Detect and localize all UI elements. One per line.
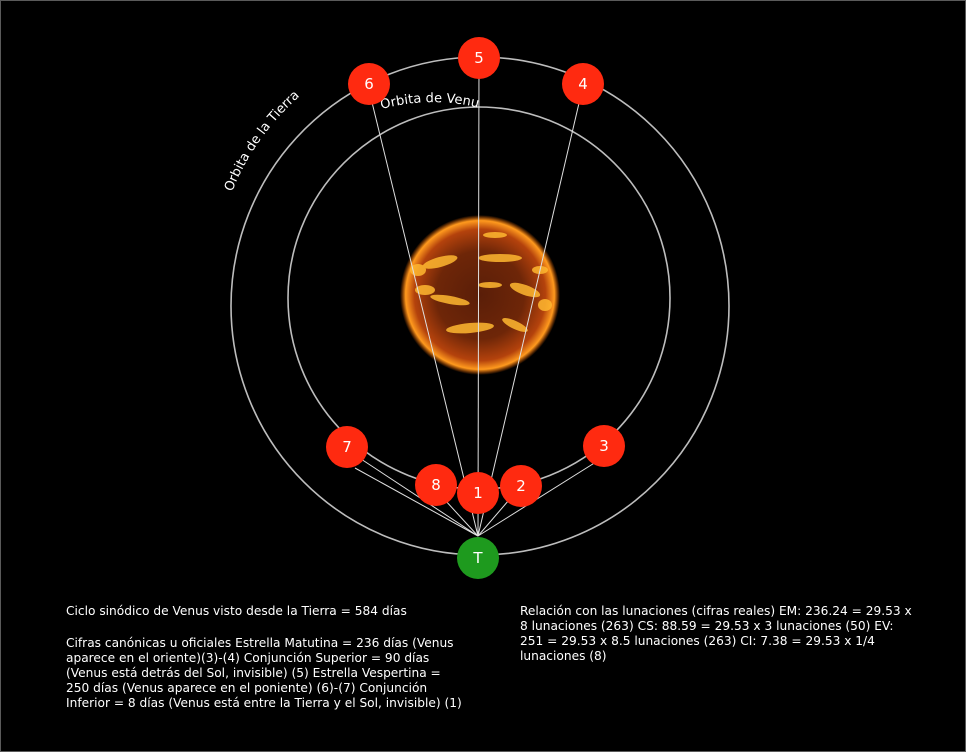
earth-marker <box>457 537 499 579</box>
sight-line-6 <box>367 85 479 537</box>
venus-position-5: 5 <box>458 37 500 79</box>
venus-position-4: 4 <box>562 63 604 105</box>
earth-orbit-label: Orbita de la Tierra <box>222 88 303 194</box>
venus-marker-6 <box>348 63 390 105</box>
venus-marker-5-label: 5 <box>474 49 484 67</box>
venus-marker-8-label: 8 <box>431 476 441 494</box>
sight-line-5 <box>477 59 480 537</box>
venus-marker-2 <box>500 465 542 507</box>
venus-position-1: 1 <box>457 472 499 514</box>
sight-line-7b <box>354 467 479 537</box>
venus-marker-7-label: 7 <box>342 438 352 456</box>
venus-marker-7 <box>326 426 368 468</box>
venus-marker-3-label: 3 <box>599 437 609 455</box>
venus-marker-2-label: 2 <box>516 477 526 495</box>
venus-marker-3 <box>583 425 625 467</box>
venus-position-7: 7 <box>326 426 368 468</box>
venus-positions: 5 6 4 7 3 8 2 <box>326 37 625 514</box>
venus-marker-8 <box>415 464 457 506</box>
sun <box>400 215 560 375</box>
venus-marker-1-label: 1 <box>473 484 483 502</box>
venus-marker-4-label: 4 <box>578 75 588 93</box>
venus-position-2: 2 <box>500 465 542 507</box>
caption-title: Ciclo sinódico de Venus visto desde la T… <box>66 604 407 618</box>
caption-lunation-relation: Relación con las lunaciones (cifras real… <box>520 604 912 663</box>
sun-disc <box>400 215 560 375</box>
venus-marker-4 <box>562 63 604 105</box>
venus-orbit-label: Orbita de Venus <box>0 0 481 113</box>
venus-marker-6-label: 6 <box>364 75 374 93</box>
sight-line-4 <box>477 85 584 537</box>
caption-canonical-figures: Cifras canónicas u oficiales Estrella Ma… <box>66 636 462 710</box>
venus-marker-1 <box>457 472 499 514</box>
earth: T <box>457 537 499 579</box>
venus-marker-5 <box>458 37 500 79</box>
earth-marker-label: T <box>472 549 483 567</box>
venus-position-8: 8 <box>415 464 457 506</box>
venus-position-6: 6 <box>348 63 390 105</box>
venus-position-3: 3 <box>583 425 625 467</box>
